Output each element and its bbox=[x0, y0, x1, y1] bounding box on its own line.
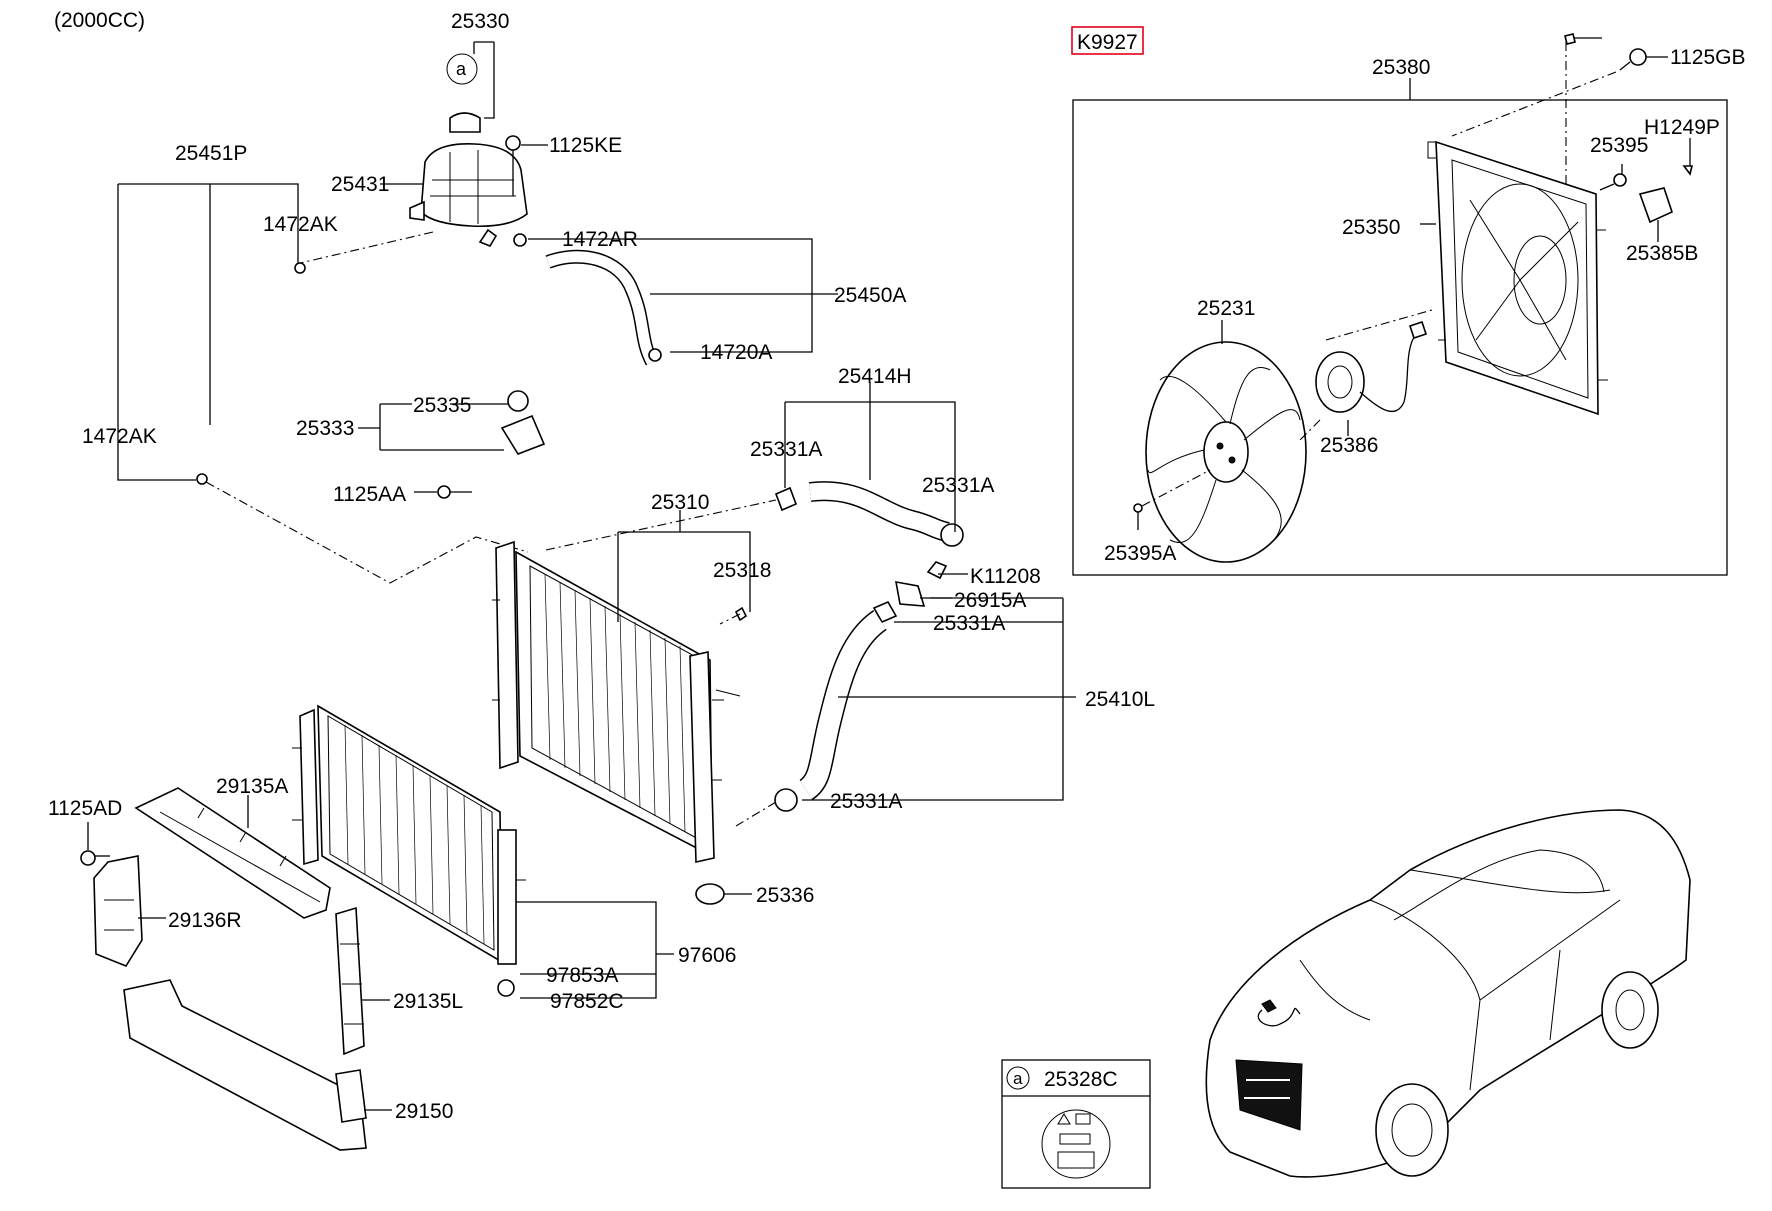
label-25330[interactable]: 25330 bbox=[451, 10, 509, 33]
guard-29135A bbox=[134, 787, 331, 919]
clamp-1472AK-left bbox=[196, 473, 208, 485]
guard-29135L bbox=[335, 906, 365, 1056]
bolt-25395 bbox=[1599, 173, 1627, 191]
label-25385B[interactable]: 25385B bbox=[1626, 242, 1698, 265]
label-25310[interactable]: 25310 bbox=[651, 491, 709, 514]
hose-25451P bbox=[160, 267, 305, 481]
label-25331A-a[interactable]: 25331A bbox=[750, 438, 822, 461]
fan-motor-25386 bbox=[1315, 320, 1428, 413]
label-25331A-b[interactable]: 25331A bbox=[922, 474, 994, 497]
label-25450A[interactable]: 25450A bbox=[834, 284, 906, 307]
label-H1249P[interactable]: H1249P bbox=[1644, 116, 1720, 139]
hose-25414H bbox=[808, 481, 950, 542]
carrier-29150 bbox=[123, 979, 367, 1151]
label-1125AA[interactable]: 1125AA bbox=[333, 483, 406, 506]
clamp-14720A bbox=[648, 348, 662, 362]
hose-25450A bbox=[545, 249, 659, 366]
fan-shroud-25350 bbox=[1427, 140, 1608, 416]
label-1472AR[interactable]: 1472AR bbox=[562, 228, 638, 251]
label-97852C[interactable]: 97852C bbox=[550, 990, 624, 1013]
clamp-25331A-c bbox=[872, 600, 898, 624]
highlight-box-K9927 bbox=[1071, 26, 1144, 55]
fitting-K11208 bbox=[926, 561, 948, 580]
label-25395A[interactable]: 25395A bbox=[1104, 542, 1176, 565]
label-25318[interactable]: 25318 bbox=[713, 559, 771, 582]
vehicle-locator-illustration bbox=[1205, 809, 1691, 1178]
clamp-1472AK-top bbox=[294, 262, 306, 274]
label-25331A-d[interactable]: 25331A bbox=[830, 790, 902, 813]
resistor-25385B bbox=[1638, 187, 1673, 224]
label-29150[interactable]: 29150 bbox=[395, 1100, 453, 1123]
label-29135A[interactable]: 29135A bbox=[216, 775, 288, 798]
clip-H1249P bbox=[1682, 165, 1694, 176]
clamp-25331A-b bbox=[940, 523, 964, 547]
label-29136R[interactable]: 29136R bbox=[168, 909, 242, 932]
bolt-1125GB bbox=[1619, 48, 1647, 71]
label-25333[interactable]: 25333 bbox=[296, 417, 354, 440]
clip-K9927 bbox=[1564, 33, 1576, 45]
label-25414H[interactable]: 25414H bbox=[838, 365, 912, 388]
radiator-25310 bbox=[492, 540, 741, 863]
label-14720A[interactable]: 14720A bbox=[700, 341, 772, 364]
label-26915A[interactable]: 26915A bbox=[954, 589, 1026, 612]
label-25350[interactable]: 25350 bbox=[1342, 216, 1400, 239]
bolt-1125AD bbox=[80, 850, 110, 866]
clamp-1472AR bbox=[513, 233, 527, 247]
label-25386[interactable]: 25386 bbox=[1320, 434, 1378, 457]
label-25380[interactable]: 25380 bbox=[1372, 56, 1430, 79]
label-29135L[interactable]: 29135L bbox=[393, 990, 463, 1013]
sensor-26915A bbox=[895, 581, 926, 607]
bolt-1125AA bbox=[437, 485, 472, 499]
engine-note: (2000CC) bbox=[54, 9, 145, 32]
callout-box-25328C: a 25328C bbox=[1001, 1059, 1151, 1189]
label-1472AK-left[interactable]: 1472AK bbox=[82, 425, 157, 448]
insulator-25336 bbox=[695, 883, 725, 905]
label-1125KE[interactable]: 1125KE bbox=[549, 134, 622, 157]
callout-letter: a bbox=[1013, 1069, 1023, 1088]
warning-label-icon bbox=[1041, 1109, 1111, 1179]
reservoir-tank bbox=[409, 143, 528, 247]
label-25336[interactable]: 25336 bbox=[756, 884, 814, 907]
callout-part-number[interactable]: 25328C bbox=[1044, 1068, 1118, 1091]
label-25335[interactable]: 25335 bbox=[413, 394, 471, 417]
label-25410L[interactable]: 25410L bbox=[1085, 688, 1155, 711]
plug-25318 bbox=[734, 606, 748, 622]
clamp-25331A-a bbox=[774, 486, 798, 512]
bolt-25395A bbox=[1133, 503, 1143, 530]
condenser-97606 bbox=[292, 704, 526, 997]
label-25331A-c[interactable]: 25331A bbox=[933, 612, 1005, 635]
label-97606[interactable]: 97606 bbox=[678, 944, 736, 967]
reservoir-cap: a bbox=[446, 53, 481, 133]
fan-blade-25231 bbox=[1145, 341, 1307, 563]
guard-29136R bbox=[93, 855, 143, 967]
label-97853A[interactable]: 97853A bbox=[546, 964, 618, 987]
label-25395[interactable]: 25395 bbox=[1590, 134, 1648, 157]
label-1125AD[interactable]: 1125AD bbox=[48, 797, 122, 820]
bolt-1125KE bbox=[505, 135, 521, 196]
label-25431[interactable]: 25431 bbox=[331, 173, 389, 196]
hose-25410L bbox=[798, 610, 888, 801]
plug-97852C bbox=[497, 979, 515, 997]
label-25231[interactable]: 25231 bbox=[1197, 297, 1255, 320]
callout-marker-a: a bbox=[456, 59, 467, 79]
fan-assembly-frame bbox=[1072, 99, 1728, 576]
bracket-25333 bbox=[500, 414, 546, 455]
label-K9927[interactable]: K9927 bbox=[1077, 31, 1138, 54]
clamp-25331A-d bbox=[774, 788, 798, 812]
label-1125GB[interactable]: 1125GB bbox=[1670, 46, 1746, 69]
label-1472AK-top[interactable]: 1472AK bbox=[263, 213, 338, 236]
label-25451P[interactable]: 25451P bbox=[175, 142, 247, 165]
label-K11208[interactable]: K11208 bbox=[970, 565, 1041, 588]
grommet-25335 bbox=[507, 390, 529, 412]
